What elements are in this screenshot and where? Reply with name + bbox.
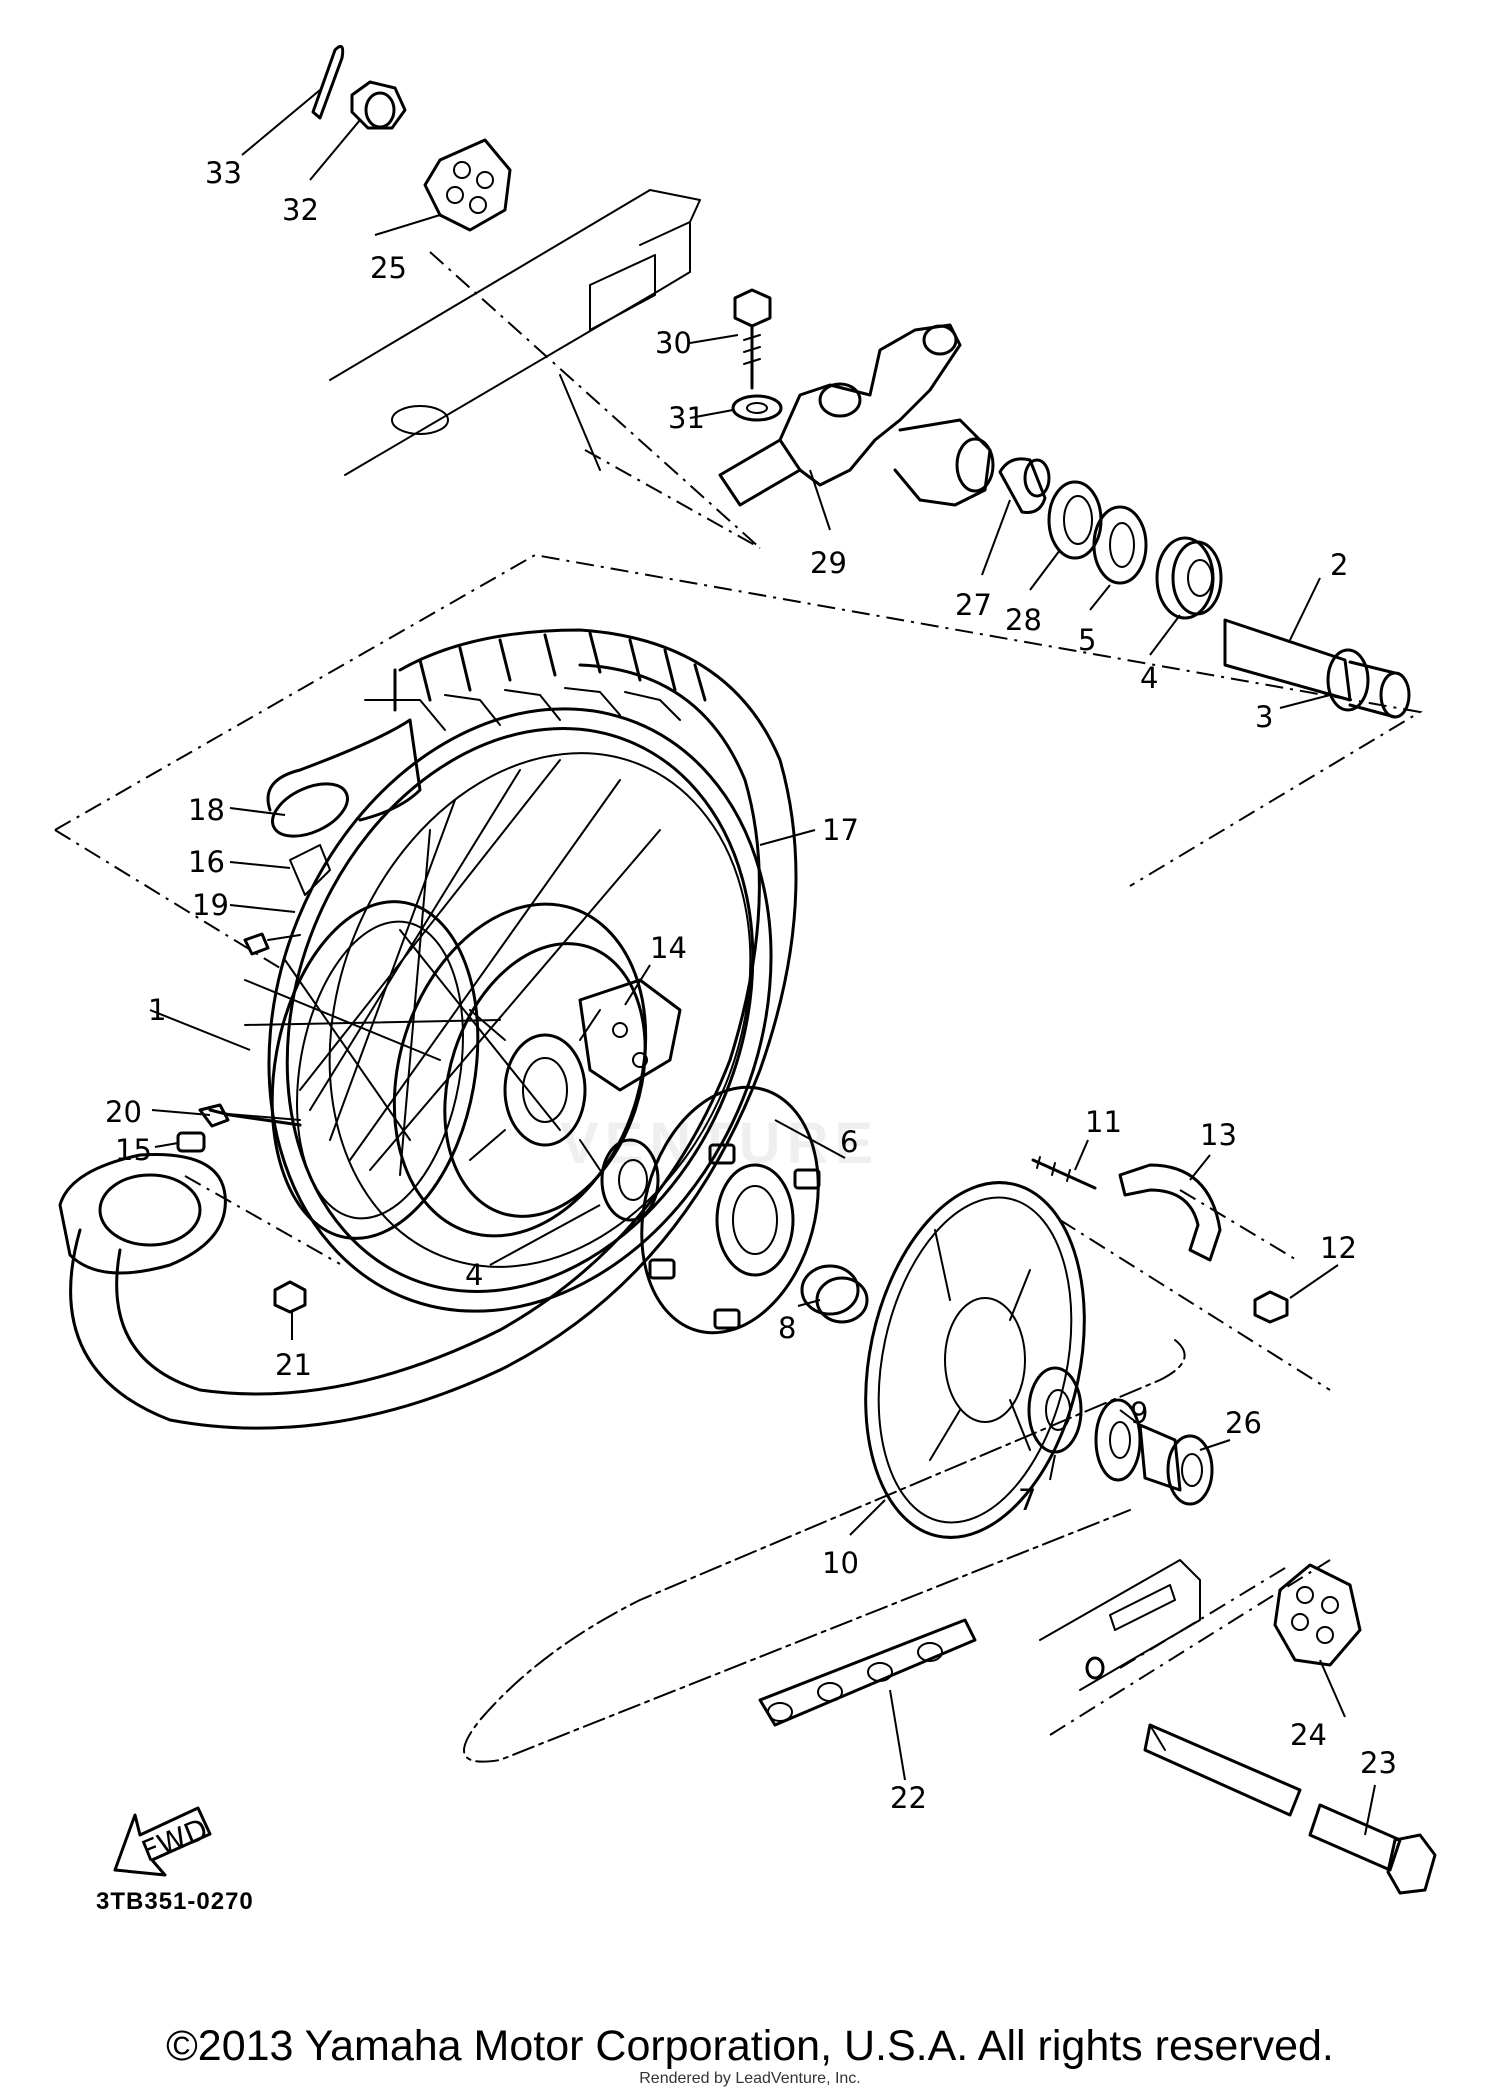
callout-6: 6 [840,1125,858,1159]
swingarm-end-lower [1039,1559,1201,1691]
callout-numbers: 33 32 25 30 31 29 27 28 5 4 2 3 18 16 19… [105,156,1397,1815]
sprocket-hub [640,1085,821,1335]
rim-lock-nut [273,1280,307,1314]
drive-chain [463,1339,1186,1763]
wheel-bearing-upper [1155,536,1223,620]
callout-3: 3 [1255,700,1273,734]
callout-23: 23 [1360,1746,1397,1780]
callout-30: 30 [655,326,692,360]
bracket-washer [731,394,783,422]
callout-4-lower: 4 [465,1258,483,1292]
swingarm-outline [329,189,701,476]
stud-bolt [1031,1156,1097,1190]
callout-33: 33 [205,156,242,190]
brake-disc [270,900,480,1240]
rim-lock [176,1131,206,1153]
sprocket-bearing [1027,1366,1083,1454]
callout-28: 28 [1005,603,1042,637]
callout-31: 31 [668,401,705,435]
tube-valve-area [266,718,422,896]
chain-puller-upper [423,138,512,232]
rendered-by-credit: Rendered by LeadVenture, Inc. [639,2070,861,2087]
brake-caliper-bracket [718,323,995,507]
callout-17: 17 [822,813,859,847]
callout-27: 27 [955,588,992,622]
callout-11: 11 [1085,1105,1122,1139]
callout-18: 18 [188,793,225,827]
callout-32: 32 [282,193,319,227]
callout-4-upper: 4 [1140,661,1158,695]
callout-21: 21 [275,1348,312,1382]
collar [998,457,1051,514]
callout-1: 1 [148,993,166,1027]
wheel-bearing-lower [600,1138,660,1222]
callout-25: 25 [370,251,407,285]
rim-band-cutaway [58,1153,227,1275]
spokes [244,759,661,1176]
chain-puller-lower [1273,1563,1362,1667]
callout-13: 13 [1200,1118,1237,1152]
callout-15: 15 [115,1133,152,1167]
axle-collar [1223,618,1411,719]
sprocket-collar [1138,1423,1214,1506]
rear-axle [1143,1723,1437,1895]
diagram-code: 3TB351-0270 [96,1888,254,1915]
rear-hub [392,902,648,1238]
rear-wheel-tire [69,628,798,1430]
callout-29: 29 [810,546,847,580]
hub-collar [800,1264,869,1324]
callout-12: 12 [1320,1231,1357,1265]
spoke-bolt-1 [243,932,301,956]
callout-24: 24 [1290,1718,1327,1752]
valve-bolt [198,1103,301,1128]
callout-26: 26 [1225,1406,1262,1440]
bearing-spacer [1092,505,1148,585]
callout-19: 19 [192,888,229,922]
lock-nut [1253,1290,1289,1324]
chain-guard-bracket [1118,1163,1222,1262]
forward-direction-arrow: FWD [113,1806,212,1877]
callout-2: 2 [1330,548,1348,582]
rear-sprocket [864,1181,1086,1539]
callout-7: 7 [1018,1483,1036,1517]
axle-nut [350,80,407,130]
callout-5: 5 [1078,623,1096,657]
callout-14: 14 [650,931,687,965]
callout-16: 16 [188,845,225,879]
bracket-bolt [733,288,772,390]
callout-9: 9 [1130,1396,1148,1430]
callout-22: 22 [890,1781,927,1815]
rear-rim [267,707,773,1313]
callout-8: 8 [778,1311,796,1345]
leader-lines [149,89,1376,1836]
callout-20: 20 [105,1095,142,1129]
copyright-notice: ©2013 Yamaha Motor Corporation, U.S.A. A… [166,2022,1334,2070]
callout-10: 10 [822,1546,859,1580]
cotter-pin [311,44,345,120]
assembly-boundary-lines [54,251,1423,1736]
